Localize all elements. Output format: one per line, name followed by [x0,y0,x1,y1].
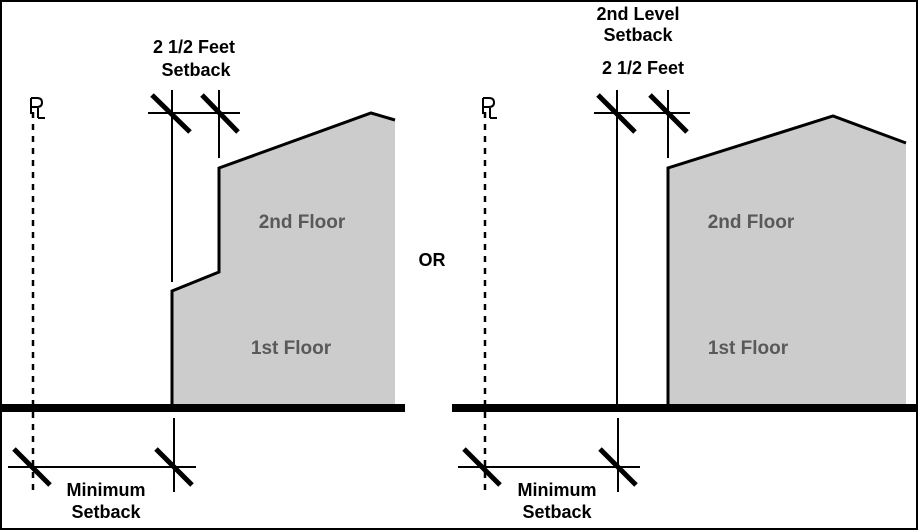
left-building [172,113,395,408]
right-floor1-label: 1st Floor [708,338,789,359]
right-dim-tick-3 [462,447,502,487]
left-floor1-label: 1st Floor [251,338,332,359]
right-property-line-symbol [482,97,497,119]
right-level-label-line2: Setback [603,25,673,45]
left-min-setback-line2: Setback [71,502,141,522]
right-level-label-line1: 2nd Level [596,4,679,24]
right-floor2-label: 2nd Floor [708,212,795,233]
left-dim-tick-2 [200,93,240,134]
right-min-setback-line1: Minimum [518,480,597,500]
right-min-setback-line2: Setback [522,502,592,522]
left-dim-tick-1 [150,93,192,134]
left-ground-line [0,404,405,412]
left-dim-tick-4 [154,447,194,487]
right-building-outline [666,114,907,408]
left-diagram: 2 1/2 Feet Setback 2nd Floor 1st Floor M… [0,37,405,522]
left-property-line-symbol [30,97,45,119]
right-ground-line [452,404,918,412]
left-setback-label-line2: Setback [161,60,231,80]
right-building [668,116,906,408]
left-setback-label-line1: 2 1/2 Feet [153,37,235,57]
left-min-setback-line1: Minimum [67,480,146,500]
right-dim-tick-4 [598,447,638,487]
left-floor2-label: 2nd Floor [259,212,346,233]
right-dim-tick-2 [648,93,689,134]
left-dim-tick-3 [12,447,52,487]
right-diagram: 2nd Level Setback 2 1/2 Feet 2nd Floor 1… [452,4,918,522]
right-dim-tick-1 [596,93,637,134]
left-building-outline [170,111,396,408]
right-level-label-line3: 2 1/2 Feet [602,58,684,78]
or-separator: OR [419,250,446,270]
